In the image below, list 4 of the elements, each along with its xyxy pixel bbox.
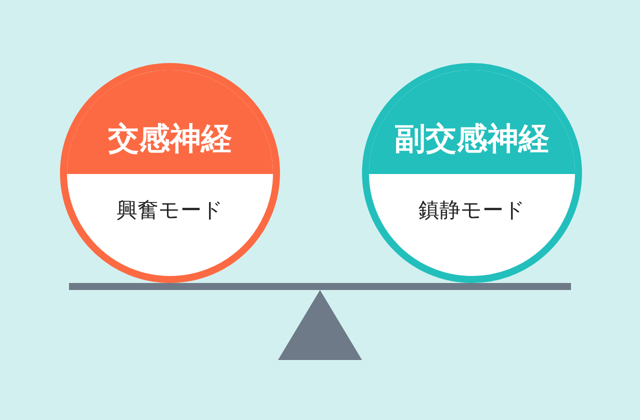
heading-text: 交感神経: [108, 122, 232, 158]
heading-text: 副交感神経: [394, 122, 550, 158]
mode-text: 鎮静モード: [418, 198, 526, 224]
mode-text: 興奮モード: [116, 198, 224, 224]
